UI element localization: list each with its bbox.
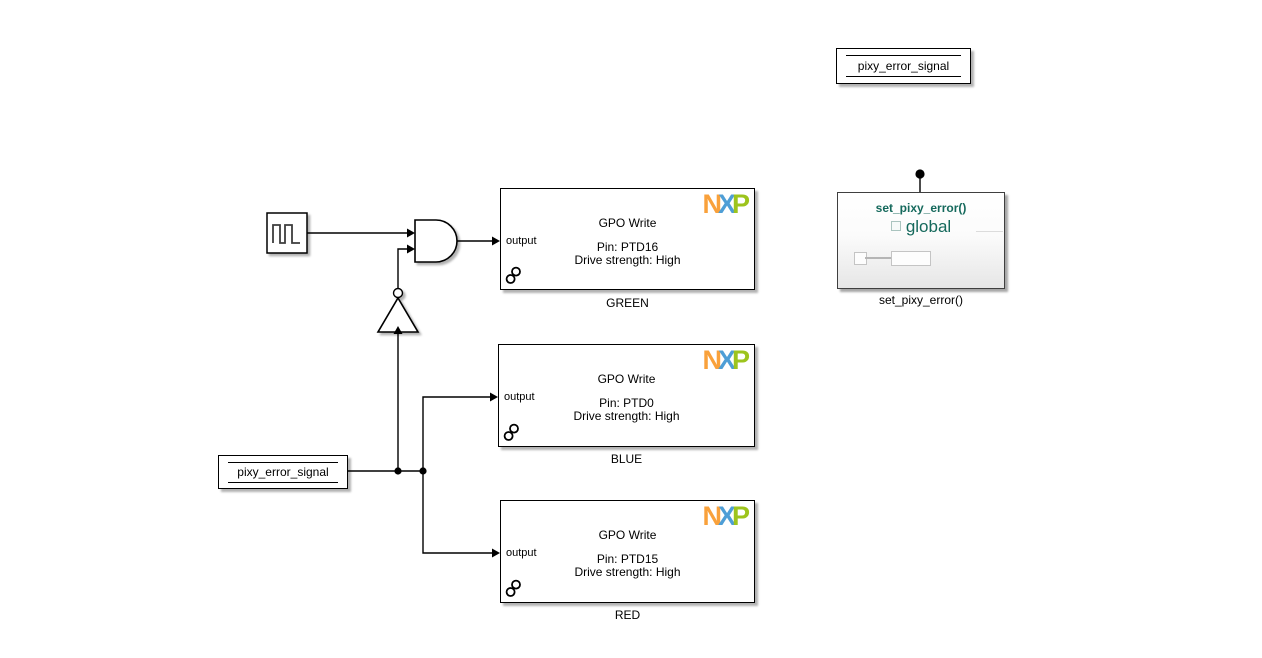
- gpo-title: GPO Write: [598, 216, 657, 230]
- gpo-pin: Pin: PTD16: [596, 240, 659, 254]
- wire-junction-dot: [394, 467, 402, 475]
- gpo-pin: Pin: PTD0: [599, 396, 654, 410]
- pulse-wave-icon: [272, 224, 300, 244]
- content-preview-block: [891, 251, 931, 266]
- nxp-logo: NXP: [702, 189, 750, 219]
- gpo-pin: Pin: PTD15: [596, 552, 659, 566]
- not-gate-block[interactable]: [376, 287, 420, 333]
- link-icon: [505, 579, 521, 597]
- data-store-read-label: pixy_error_signal: [237, 465, 329, 479]
- gpo-drive-strength: Drive strength: High: [574, 565, 681, 579]
- input-port-label: output: [506, 235, 537, 247]
- content-preview-wire: [865, 257, 891, 259]
- function-signature: set_pixy_error(): [875, 201, 967, 215]
- wire-junction-dot: [419, 467, 427, 475]
- wire-not-to-and[interactable]: [397, 244, 415, 289]
- data-store-top-line: [846, 55, 961, 56]
- and-gate-block[interactable]: [414, 219, 458, 263]
- wire-pulse-to-and[interactable]: [307, 228, 415, 238]
- simulink-function-block[interactable]: set_pixy_error() global: [837, 192, 1005, 289]
- block-name-blue[interactable]: BLUE: [610, 452, 643, 466]
- content-preview-line: [976, 231, 1003, 232]
- block-name-green[interactable]: GREEN: [606, 296, 649, 310]
- link-icon: [503, 423, 519, 441]
- gpo-drive-strength: Drive strength: High: [574, 253, 681, 267]
- function-scope: global: [905, 217, 952, 236]
- gpo-write-green-block[interactable]: NXP GPO Write Pin: PTD16 Drive strength:…: [500, 188, 755, 290]
- data-store-memory-block[interactable]: pixy_error_signal: [836, 48, 971, 84]
- block-name-red[interactable]: RED: [614, 608, 641, 622]
- nxp-logo: NXP: [702, 501, 750, 531]
- wire-datastore-branch[interactable]: [348, 326, 500, 558]
- nxp-logo: NXP: [702, 345, 750, 375]
- data-store-top-line: [228, 461, 338, 463]
- wire-and-to-green[interactable]: [457, 236, 500, 246]
- data-store-bottom-line: [846, 76, 961, 77]
- data-store-read-block[interactable]: pixy_error_signal: [218, 455, 348, 489]
- link-icon: [505, 266, 521, 284]
- data-store-memory-label: pixy_error_signal: [857, 59, 950, 73]
- input-port-label: output: [506, 547, 537, 559]
- function-trigger-port[interactable]: [915, 169, 925, 192]
- input-port-label: output: [504, 391, 535, 403]
- pulse-generator-block[interactable]: [266, 212, 308, 254]
- gpo-title: GPO Write: [598, 528, 657, 542]
- gpo-write-red-block[interactable]: NXP GPO Write Pin: PTD15 Drive strength:…: [500, 500, 755, 603]
- gpo-title: GPO Write: [597, 372, 656, 386]
- block-name-set-pixy-error[interactable]: set_pixy_error(): [878, 293, 964, 307]
- gpo-write-blue-block[interactable]: NXP GPO Write Pin: PTD0 Drive strength: …: [498, 344, 755, 447]
- scope-badge-icon: [890, 221, 901, 231]
- not-bubble: [392, 287, 404, 299]
- gpo-drive-strength: Drive strength: High: [573, 409, 680, 423]
- data-store-bottom-line: [228, 481, 338, 483]
